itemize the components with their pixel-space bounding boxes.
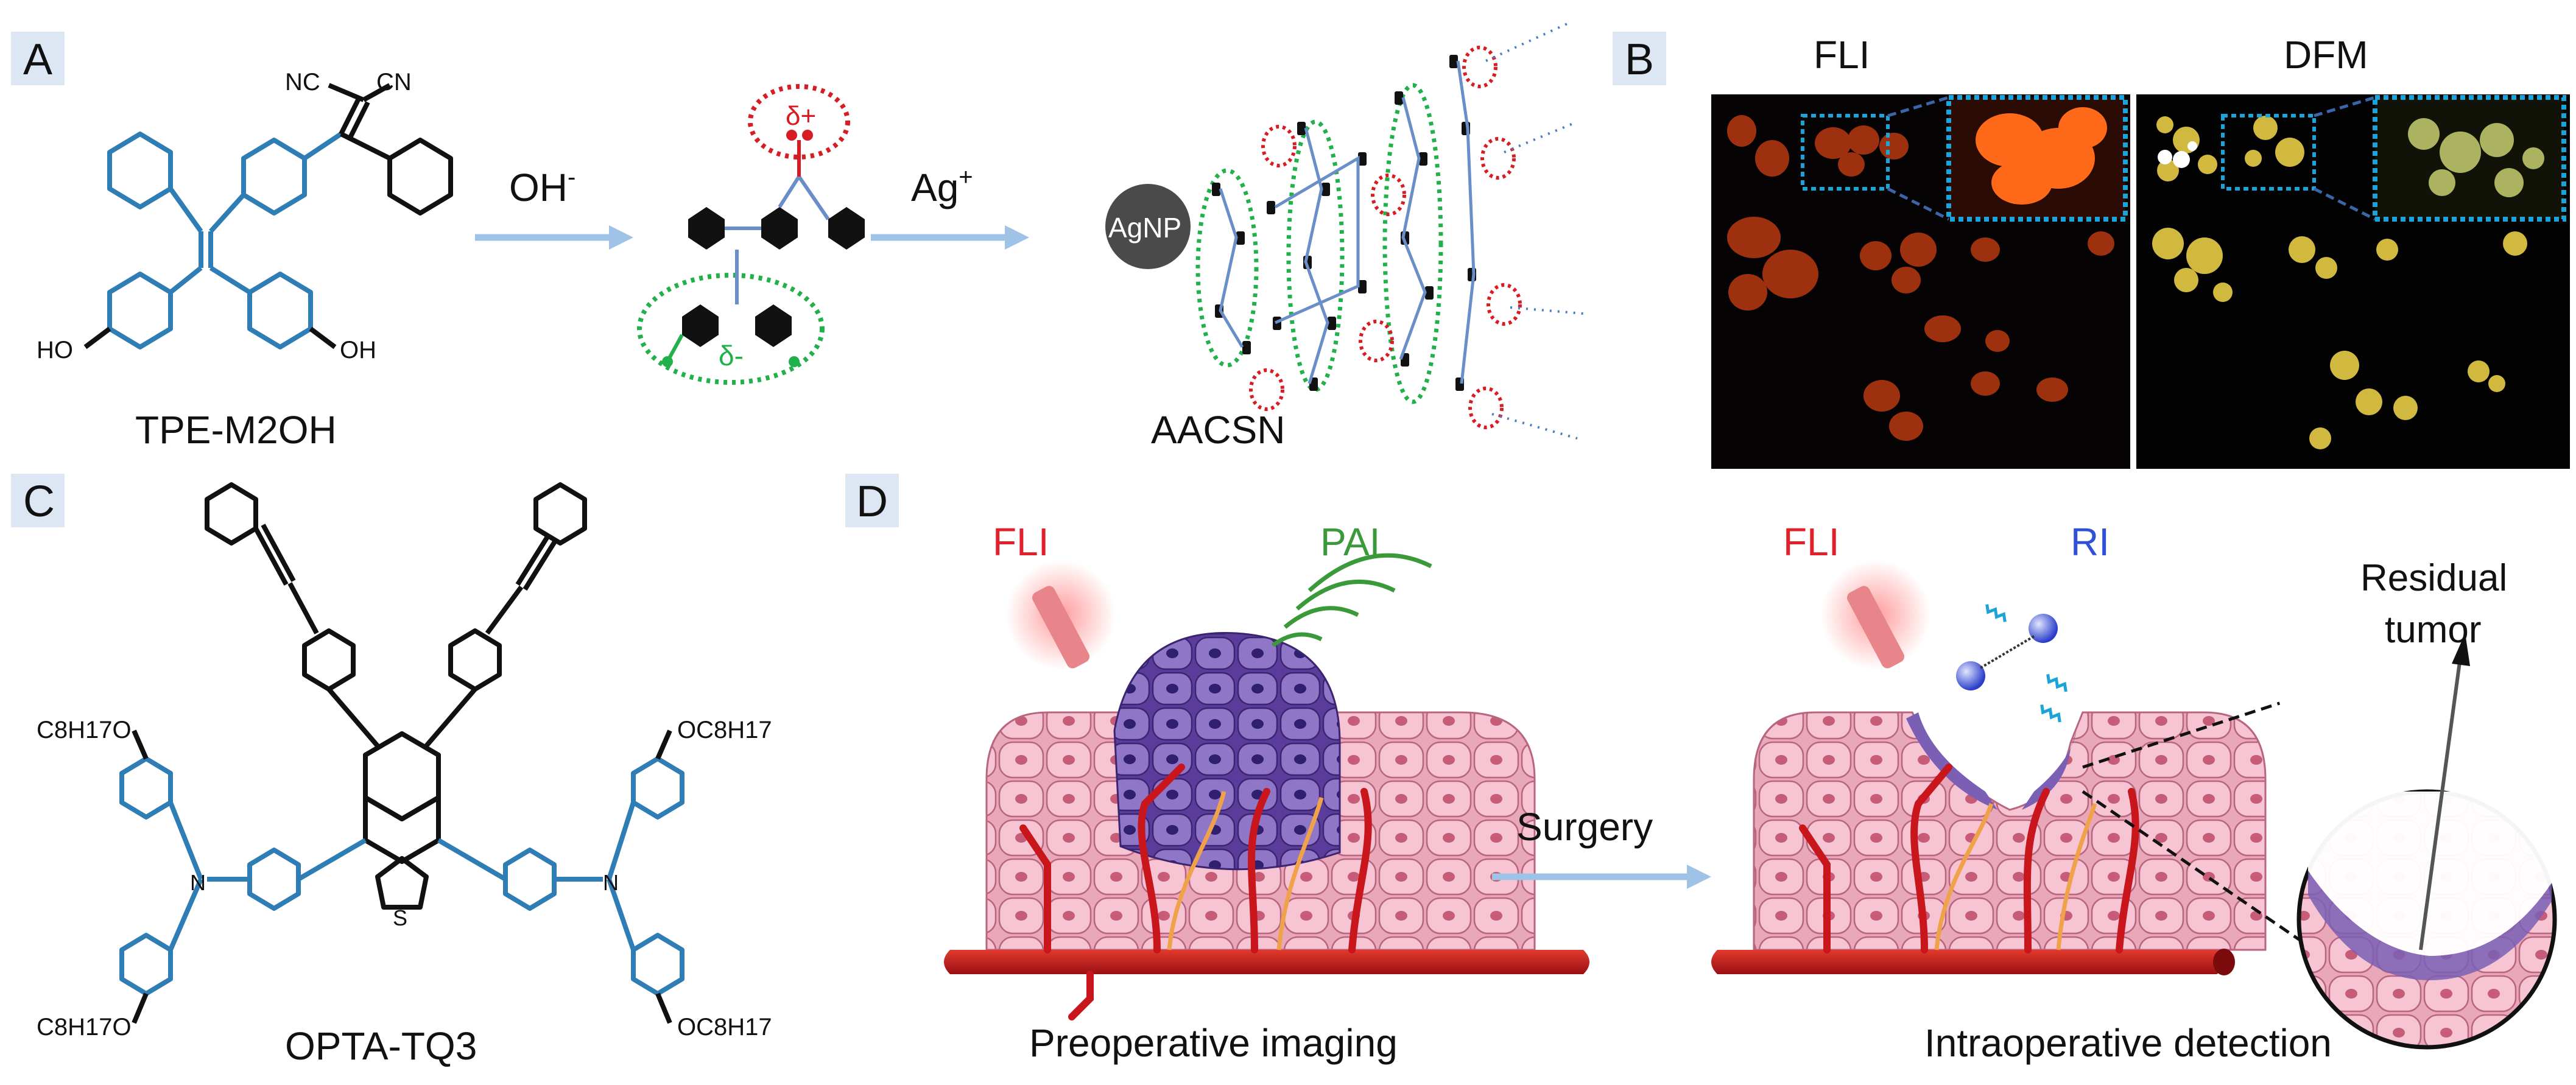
pre-pai-label: PAI (1320, 520, 1380, 564)
panel-d-letter: D (856, 477, 888, 526)
oc8h17-top-right: OC8H17 (677, 717, 772, 743)
panel-a-tag (11, 32, 65, 85)
tumor-label: tumor (2385, 609, 2481, 651)
panel-b-tag (1613, 32, 1666, 85)
panel-a: A NC CN (11, 21, 1584, 452)
dfm-title: DFM (2284, 33, 2368, 77)
surgery-arrow-head (1687, 865, 1711, 889)
arrow-ag-head (1005, 225, 1029, 250)
aacsn-assembly (1105, 21, 1584, 440)
intra-fli-label: FLI (1783, 520, 1839, 564)
panel-b-letter: B (1625, 35, 1654, 84)
opta-tq3-label: OPTA-TQ3 (285, 1024, 477, 1068)
ho-label: HO (37, 337, 73, 363)
fli-micrograph (1711, 94, 2130, 469)
tpe-m2oh-label: TPE-M2OH (135, 408, 337, 452)
oh-label: OH (340, 337, 376, 363)
agnp-label: AgNP (1108, 212, 1181, 244)
panel-a-letter: A (23, 35, 52, 84)
tpe-m2oh-structure (83, 83, 453, 349)
opta-tq3-structure (119, 482, 684, 1024)
preoperative-scene (944, 553, 1589, 1020)
pre-fli-label: FLI (993, 520, 1049, 564)
panel-c: C (11, 474, 772, 1068)
dipole-molecule (637, 84, 865, 385)
panel-d: D FLI PAI Preopera (845, 474, 2557, 1065)
residual-label: Residual (2360, 557, 2507, 599)
delta-minus: δ- (719, 340, 744, 371)
nc-label: NC (285, 69, 320, 96)
c8h17o-bottom-left: C8H17O (37, 1014, 132, 1041)
oc8h17-bottom-right: OC8H17 (677, 1014, 772, 1041)
residual-tumor-magnifier (2296, 633, 2557, 1050)
surgery-label: Surgery (1516, 805, 1653, 849)
intra-ri-label: RI (2071, 520, 2110, 564)
intraoperative-scene (1711, 560, 2557, 1050)
panel-c-tag (11, 474, 65, 527)
amine-n-right: N (603, 870, 619, 895)
fli-title: FLI (1814, 33, 1870, 77)
preoperative-caption: Preoperative imaging (1029, 1021, 1398, 1065)
panel-c-letter: C (23, 477, 55, 526)
c8h17o-top-left: C8H17O (37, 717, 132, 743)
reagent-ag: Ag+ (911, 164, 973, 209)
amine-n-left: N (190, 870, 206, 895)
cn-label: CN (376, 69, 412, 96)
delta-plus: δ+ (786, 101, 816, 131)
thiadiazole-s: S (393, 905, 407, 930)
intraoperative-caption: Intraoperative detection (1924, 1021, 2332, 1065)
dfm-micrograph (2136, 94, 2570, 469)
agnp-particle (1105, 184, 1191, 269)
arrow-oh-head (609, 225, 633, 250)
panel-d-tag (845, 474, 899, 527)
reagent-oh: OH- (509, 164, 575, 209)
panel-b: B FLI DFM (1613, 32, 2570, 469)
aacsn-label: AACSN (1151, 408, 1286, 452)
